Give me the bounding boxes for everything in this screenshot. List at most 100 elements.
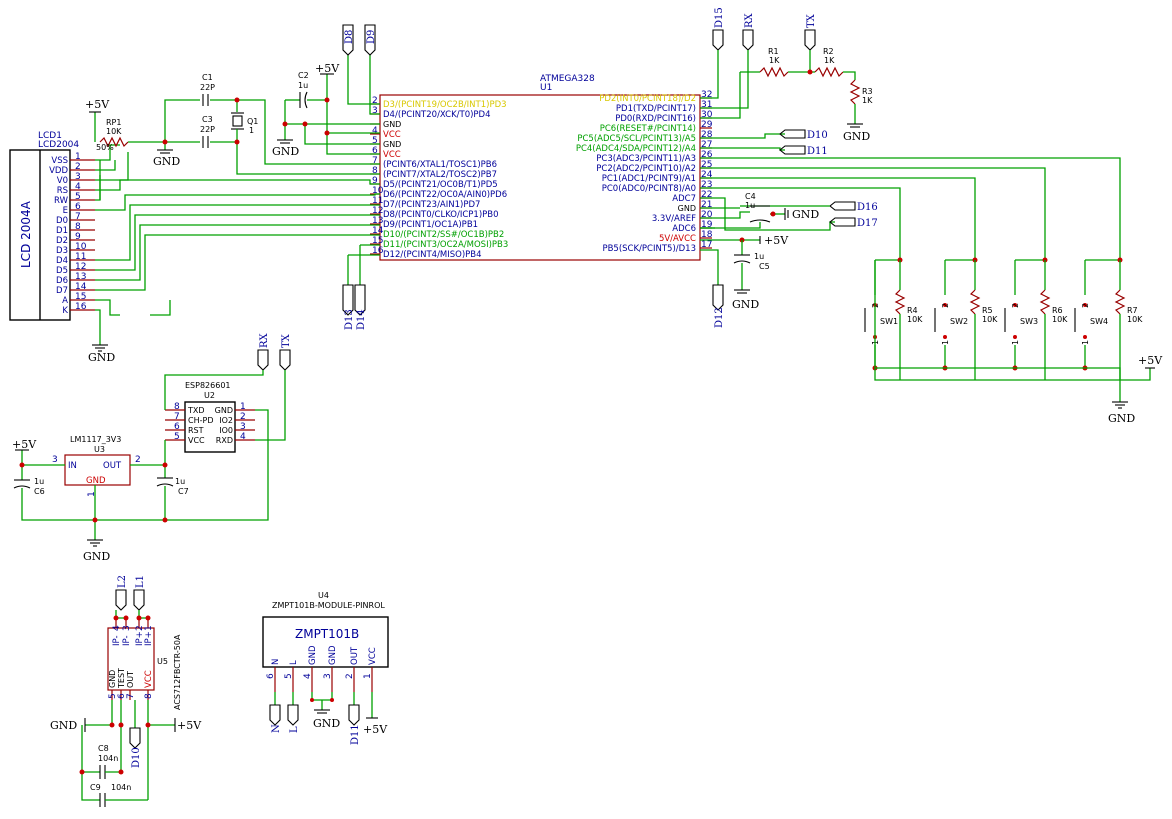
esp-pin-name: TXD	[187, 406, 205, 415]
r2-value: 1K	[824, 56, 835, 65]
net-d16: D16	[857, 202, 878, 213]
mcu-value: ATMEGA328	[540, 74, 595, 84]
mcu-power: C2 1u GND +5V	[162, 62, 380, 158]
acs-pin-number: 3	[122, 625, 132, 631]
acs-value: ACS712FBCTR-50A	[173, 634, 182, 710]
mcu-pin-number: 25	[701, 160, 712, 170]
rp1-ref: RP1	[106, 118, 121, 127]
switch-terminal	[943, 303, 947, 307]
switch-ref: SW2	[950, 317, 968, 326]
mcu-vcc-label: +5V	[315, 62, 340, 75]
zmpt-ref: U4	[318, 591, 329, 600]
esp-pin-name: VCC	[188, 436, 205, 445]
zmpt-pin-name: N	[271, 659, 281, 665]
esp-pin-name: IO0	[219, 426, 233, 435]
zmpt-value: ZMPT101B-MODULE-PINROL	[272, 601, 385, 610]
lcd-pin-name: RW	[54, 196, 69, 206]
c1-ref: C1	[202, 73, 213, 82]
lcd-pin-name: RS	[57, 186, 68, 196]
zmpt-pin-number: 1	[363, 673, 373, 679]
esp-ref: U2	[204, 391, 215, 400]
acs-pin-name: IP+	[144, 631, 154, 646]
lcd-module: LCD1 LCD2004 LCD 2004A 1VSS2VDD3V04RS5RW…	[9, 131, 95, 321]
acs-pin-name: IP-	[112, 635, 122, 646]
lcd-pin-name: VSS	[51, 156, 68, 166]
mcu-pin-number: 28	[701, 130, 713, 140]
lcd-pin-number: 12	[75, 262, 86, 272]
mcu-pin-name: GND	[383, 140, 401, 149]
switch-pin-2: 2	[1081, 303, 1090, 308]
mcu-pin-name: (PCINT6/XTAL1/TOSC1)PB6	[383, 160, 497, 170]
switch-terminal	[1013, 303, 1017, 307]
esp-pin-name: GND	[215, 406, 233, 415]
switch-ref: SW3	[1020, 317, 1038, 326]
net-d13: D13	[344, 309, 355, 330]
mcu-pin-name: D12/(PCINT4/MISO)PB4	[383, 250, 482, 260]
resistor-ref: R6	[1052, 306, 1063, 315]
mcu-pin-name: PC2(ADC2/PCINT10)/A2	[596, 164, 696, 174]
resistor-value: 10K	[1052, 315, 1068, 324]
resistor-ref: R5	[982, 306, 993, 315]
net-d12: D12	[714, 307, 725, 328]
esp-pin-number: 5	[174, 432, 180, 442]
serial-divider: D15 RX TX GND R1 1K R2 1K R3 1K	[700, 7, 873, 143]
mcu-pin-number: 17	[701, 240, 712, 250]
acs-pin-number: 7	[126, 693, 136, 699]
mcu-right-pins: 32PD2(INT0/PCINT18)/D231PD1(TXD/PCINT17)…	[576, 90, 713, 254]
acs-pin-number: 2	[135, 625, 145, 631]
lcd-pin-name: D2	[56, 236, 68, 246]
lcd-pin-number: 8	[75, 222, 81, 232]
esp-value: ESP826601	[185, 381, 231, 390]
lcd-body-label: LCD 2004A	[19, 200, 33, 268]
mcu-pin-number: 15	[372, 236, 383, 246]
lcd-pin-name: D5	[56, 266, 68, 276]
r1-ref: R1	[768, 47, 779, 56]
mcu-pin-name: PC0(ADC0/PCINT8)/A0	[602, 184, 696, 194]
mcu-pin-number: 12	[372, 206, 383, 216]
mcu-pin-name: VCC	[383, 150, 401, 160]
lcd-pin-name: D1	[56, 226, 68, 236]
rp1-vcc-label: +5V	[85, 98, 110, 111]
acs-vcc-label: +5V	[177, 719, 202, 732]
acs-pin-name: GND	[108, 670, 117, 688]
mcu-pin-name: D9/(PCINT1/OC1A)PB1	[383, 220, 478, 230]
reg-gnd-label: GND	[83, 550, 110, 563]
mcu-pin-name: 5V/AVCC	[659, 234, 696, 244]
acs712-sensor: ACS712FBCTR-50A U5 4IP-3IP-2IP+1IP+5GND6…	[50, 575, 202, 807]
lcd-pin-number: 3	[75, 172, 81, 182]
rp1-gnd-label: GND	[153, 155, 180, 168]
lcd-pin-name: D7	[56, 286, 68, 296]
mcu-pin-number: 3	[372, 106, 378, 116]
lcd-pin-number: 7	[75, 212, 81, 222]
switch-terminal	[1083, 303, 1087, 307]
c2-value: 1u	[298, 81, 308, 90]
net-d11: D11	[807, 146, 828, 157]
zmpt-pin-number: 4	[303, 673, 313, 679]
mcu-pin-name: ADC6	[672, 224, 696, 234]
mcu-pin-number: 4	[372, 126, 378, 136]
acs-pin-number: 5	[108, 693, 118, 699]
mcu-pin-number: 6	[372, 146, 378, 156]
c7-value: 1u	[175, 477, 185, 486]
c3-ref: C3	[202, 115, 213, 124]
q1-value: 1	[249, 126, 254, 135]
net-d14: D14	[356, 309, 367, 330]
acs-pin-number: 6	[117, 693, 127, 699]
net-d15: D15	[714, 7, 725, 28]
mcu-pin-name: D8/(PCINT0/CLKO/ICP1)PB0	[383, 210, 499, 220]
zmpt-gnd-label: GND	[313, 717, 340, 730]
mcu-pin-name: 3.3V/AREF	[652, 214, 696, 224]
c9-ref: C9	[90, 783, 101, 792]
lcd-pin-number: 6	[75, 202, 81, 212]
resistor-body	[969, 289, 981, 315]
mcu-pin-number: 29	[701, 120, 713, 130]
c5-gnd-label: GND	[732, 298, 759, 311]
switch-ref: SW4	[1090, 317, 1108, 326]
switch-terminal	[1083, 335, 1087, 339]
lcd-pin-number: 4	[75, 182, 81, 192]
lcd-pin-name: V0	[57, 176, 68, 186]
lcd-wiring: GND	[88, 144, 380, 364]
